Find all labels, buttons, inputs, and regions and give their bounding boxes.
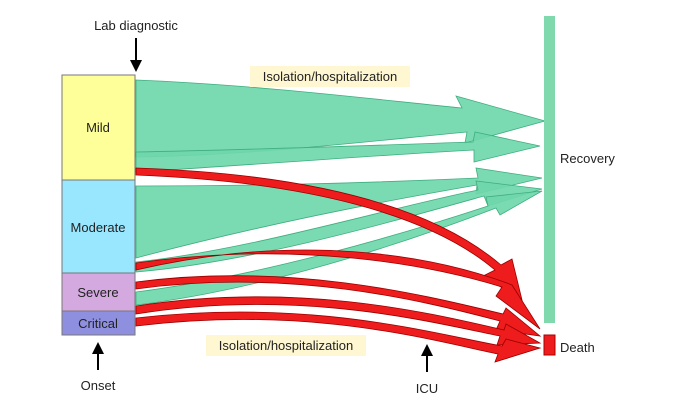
severity-box-critical (61, 310, 136, 336)
isolation-top-highlight (250, 66, 410, 87)
death-flow-critical-lower (135, 311, 542, 363)
isolation-top-label: Isolation/hospitalization (263, 69, 397, 84)
severity-stack: Mild Moderate Severe Critical (61, 74, 136, 336)
death-box (543, 334, 556, 356)
death-flow-critical-upper (135, 296, 542, 346)
severity-box-moderate (61, 179, 136, 274)
isolation-bottom-label: Isolation/hospitalization (219, 338, 353, 353)
lab-diagnostic-arrow-icon (130, 38, 142, 72)
onset-arrow-icon (92, 342, 104, 370)
severity-label-severe: Severe (77, 285, 118, 300)
recovery-flow-mild-upper (135, 131, 541, 173)
severity-label-critical: Critical (78, 316, 118, 331)
recovery-flows (135, 79, 547, 306)
icu-arrow-icon (421, 344, 433, 372)
severity-box-mild (61, 74, 136, 181)
death-flows (135, 167, 542, 363)
death-flow-mild (135, 167, 523, 301)
severity-label-moderate: Moderate (71, 220, 126, 235)
recovery-bar (544, 16, 555, 323)
severity-label-mild: Mild (86, 120, 110, 135)
icu-label: ICU (416, 381, 438, 396)
death-flow-moderate (135, 249, 541, 330)
severity-box-severe (61, 272, 136, 312)
isolation-bottom-highlight (206, 335, 366, 356)
death-label: Death (560, 340, 595, 355)
recovery-label: Recovery (560, 151, 615, 166)
lab-diagnostic-label: Lab diagnostic (94, 18, 178, 33)
onset-label: Onset (81, 378, 116, 393)
